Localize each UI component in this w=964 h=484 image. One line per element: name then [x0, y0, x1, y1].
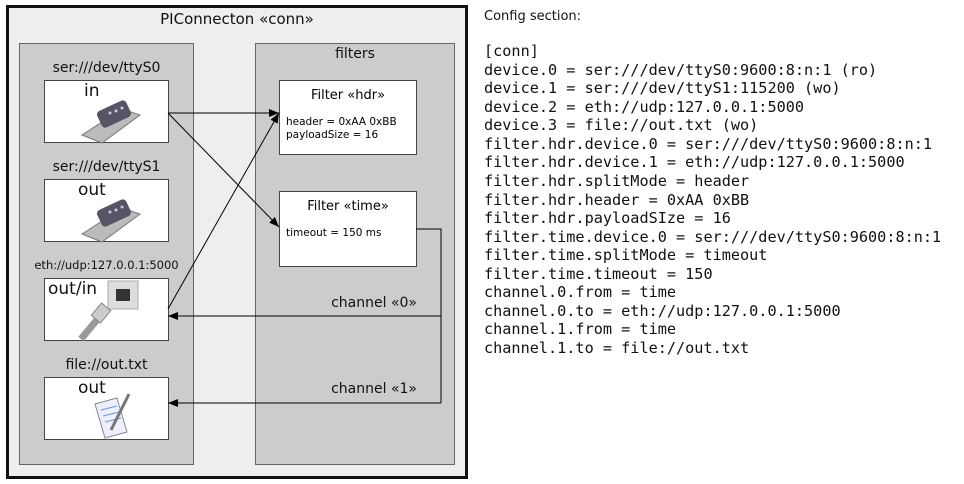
- device-ttyS0: in: [44, 80, 169, 144]
- text-file-icon: [94, 393, 131, 439]
- device-eth: out/in: [44, 278, 169, 342]
- filter-time: Filter «time» timeout = 150 ms: [279, 191, 417, 267]
- channel-1-label: channel «1»: [331, 381, 417, 397]
- device-label-file: file://out.txt: [65, 357, 148, 373]
- device-label-eth: eth://udp:127.0.0.1:5000: [34, 258, 179, 272]
- filter-hdr: Filter «hdr» header = 0xAA 0xBB payloadS…: [279, 80, 417, 155]
- device-mode: out: [78, 378, 106, 398]
- device-mode: out/in: [48, 279, 98, 299]
- config-title: Config section:: [484, 9, 582, 24]
- serial-port-icon: [80, 100, 142, 144]
- filter-title: Filter «hdr»: [310, 88, 386, 103]
- channel-0-label: channel «0»: [331, 295, 417, 311]
- device-label-ttyS1: ser:///dev/ttyS1: [52, 159, 161, 175]
- device-ttyS1: out: [44, 179, 169, 243]
- filter-params: timeout = 150 ms: [286, 227, 382, 239]
- filter-title: Filter «time»: [307, 199, 389, 214]
- device-mode: out: [78, 180, 106, 200]
- device-label-ttyS0: ser:///dev/ttyS0: [52, 60, 161, 76]
- serial-port-icon: [80, 199, 142, 243]
- filters-label: filters: [335, 46, 375, 62]
- device-mode: in: [84, 81, 100, 101]
- diagram-title: PIConnecton «conn»: [160, 10, 314, 28]
- config-text: [conn] device.0 = ser:///dev/ttyS0:9600:…: [484, 42, 942, 357]
- device-file: out: [44, 377, 169, 440]
- filter-params: header = 0xAA 0xBB payloadSize = 16: [286, 116, 397, 141]
- ethernet-icon: [78, 280, 139, 342]
